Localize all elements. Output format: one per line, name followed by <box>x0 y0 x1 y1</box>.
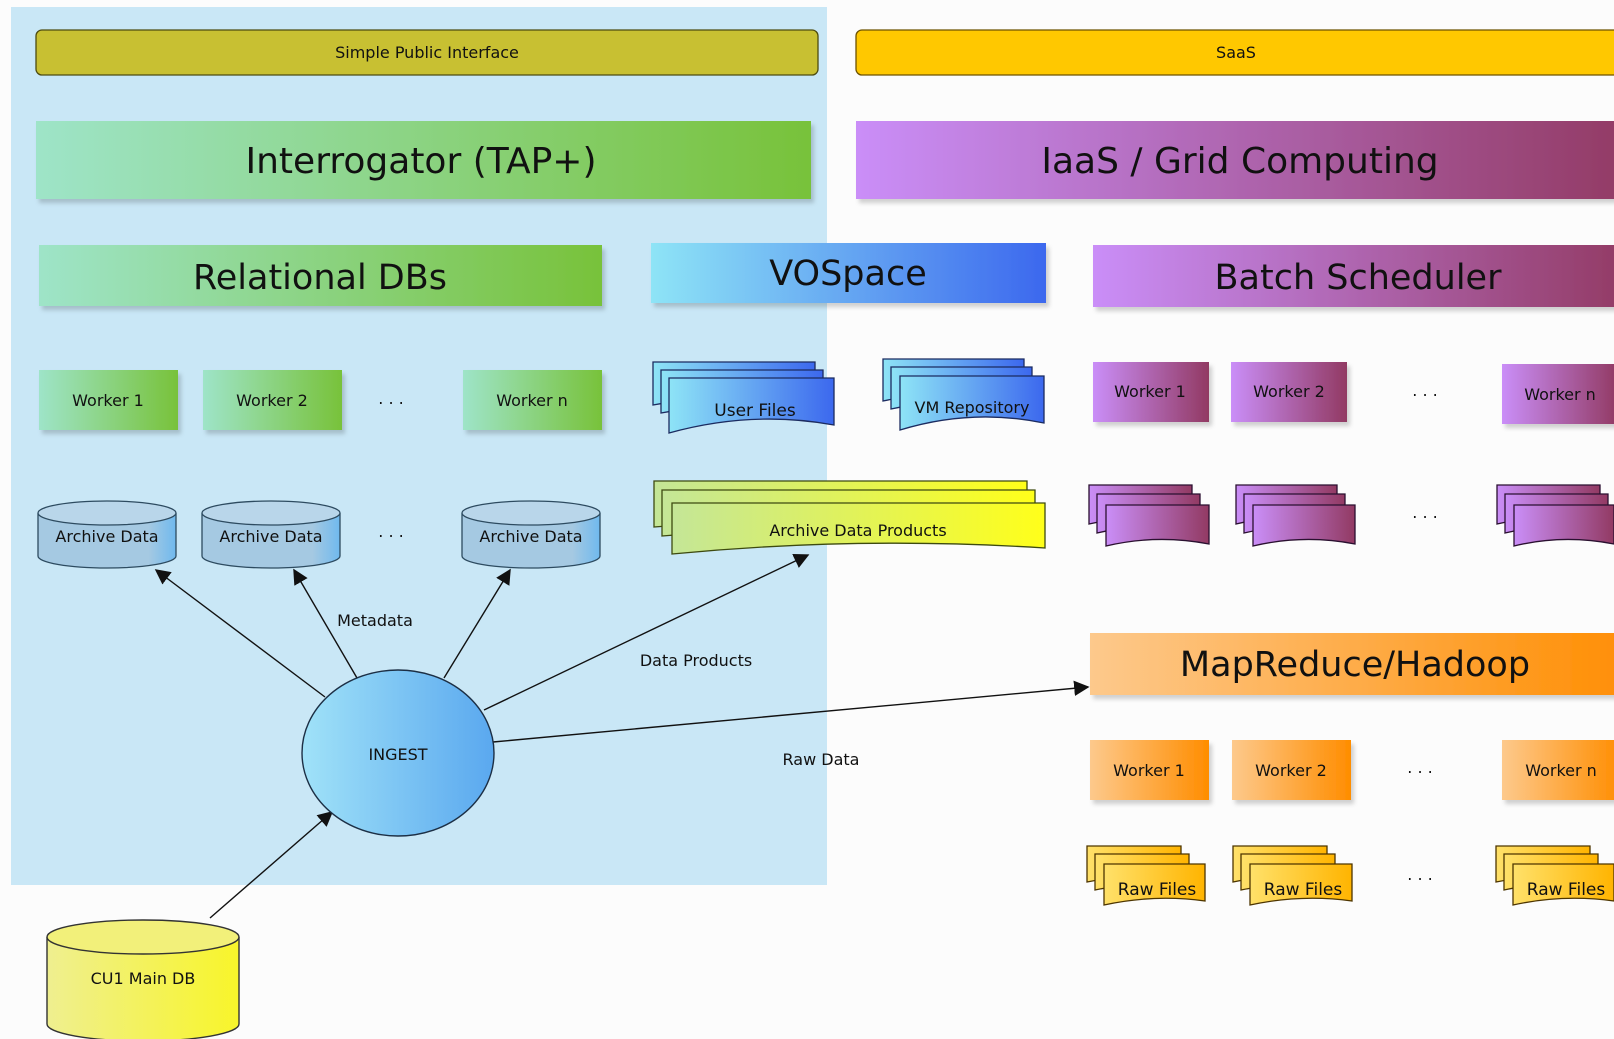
data-products-flow-label: Data Products <box>640 651 752 670</box>
raw-files-label: Raw Files <box>1264 880 1343 900</box>
archive-db-1: Archive Data <box>37 500 177 569</box>
interrogator-layer: Interrogator (TAP+) <box>36 121 811 199</box>
worker-label: Worker 1 <box>1114 382 1186 401</box>
simple-public-interface-label: Simple Public Interface <box>335 43 519 62</box>
mapreduce-layer: MapReduce/Hadoop <box>1090 633 1614 695</box>
worker-label: Worker n <box>1524 385 1596 404</box>
batch-output-ellipsis: . . . <box>1412 503 1437 522</box>
raw-files-label: Raw Files <box>1527 880 1606 900</box>
archive-db-label: Archive Data <box>479 527 582 546</box>
saas-label: SaaS <box>1216 43 1256 62</box>
batch-workers-ellipsis: . . . <box>1412 381 1437 400</box>
archive-db-label: Archive Data <box>219 527 322 546</box>
raw-files-ellipsis: . . . <box>1407 865 1432 884</box>
ingest-node: INGEST <box>301 669 495 837</box>
mapreduce-workers-ellipsis: . . . <box>1407 758 1432 777</box>
iaas-layer: IaaS / Grid Computing <box>856 121 1614 199</box>
user-files-doc: User Files <box>652 361 835 434</box>
vospace-layer: VOSpace <box>651 243 1046 303</box>
batch-output-doc-1 <box>1088 484 1210 547</box>
archive-data-products-label: Archive Data Products <box>769 521 946 540</box>
raw-files-doc-2: Raw Files <box>1232 845 1353 906</box>
relational-dbs-layer: Relational DBs <box>39 245 602 306</box>
iaas-title: IaaS / Grid Computing <box>1041 141 1438 182</box>
relational-workers-ellipsis: . . . <box>378 389 403 408</box>
saas-bar: SaaS <box>855 29 1614 76</box>
batch-scheduler-layer: Batch Scheduler <box>1093 245 1614 307</box>
vm-repository-doc: VM Repository <box>882 358 1045 431</box>
vm-repository-label: VM Repository <box>915 398 1030 417</box>
user-files-label: User Files <box>714 401 796 421</box>
flow-arrows <box>154 554 1090 919</box>
raw-data-flow-label: Raw Data <box>783 750 860 769</box>
worker-label: Worker 2 <box>236 391 308 410</box>
worker-label: Worker n <box>496 391 568 410</box>
raw-files-doc-1: Raw Files <box>1086 845 1206 906</box>
archive-data-products-doc: Archive Data Products <box>653 480 1046 555</box>
worker-label: Worker 2 <box>1255 761 1327 780</box>
mapreduce-worker-2: Worker 2 <box>1232 740 1351 800</box>
archive-db-label: Archive Data <box>55 527 158 546</box>
mapreduce-worker-n: Worker n <box>1502 740 1614 800</box>
raw-files-label: Raw Files <box>1118 880 1197 900</box>
worker-label: Worker n <box>1525 761 1597 780</box>
interrogator-title: Interrogator (TAP+) <box>246 141 597 182</box>
main-db-label: CU1 Main DB <box>91 969 196 988</box>
arrow-maindb-to-ingest <box>209 810 334 919</box>
archive-db-2: Archive Data <box>201 500 341 569</box>
relational-worker-1: Worker 1 <box>39 370 178 430</box>
archive-db-n: Archive Data <box>461 500 601 569</box>
relational-worker-2: Worker 2 <box>203 370 342 430</box>
metadata-flow-label: Metadata <box>337 611 413 630</box>
arrow-ingest-to-mapreduce <box>492 680 1090 743</box>
batch-worker-1: Worker 1 <box>1093 362 1209 422</box>
arrow-ingest-to-data-products <box>483 554 810 711</box>
arrow-ingest-to-archive-2 <box>293 568 358 679</box>
relational-dbs-title: Relational DBs <box>193 258 447 298</box>
cu1-main-db: CU1 Main DB <box>46 919 240 1039</box>
arrow-ingest-to-archive-n <box>443 568 511 679</box>
mapreduce-worker-1: Worker 1 <box>1090 740 1209 800</box>
arrow-ingest-to-archive-1 <box>154 569 326 698</box>
batch-worker-2: Worker 2 <box>1231 362 1347 422</box>
worker-label: Worker 2 <box>1253 382 1325 401</box>
batch-worker-n: Worker n <box>1502 364 1614 424</box>
batch-output-doc-n <box>1496 484 1614 547</box>
simple-public-interface-bar: Simple Public Interface <box>35 29 819 76</box>
ingest-label: INGEST <box>368 745 427 764</box>
batch-scheduler-title: Batch Scheduler <box>1215 258 1503 298</box>
worker-label: Worker 1 <box>1113 761 1185 780</box>
worker-label: Worker 1 <box>72 391 144 410</box>
relational-worker-n: Worker n <box>463 370 602 430</box>
batch-output-doc-2 <box>1235 484 1356 547</box>
raw-files-doc-n: Raw Files <box>1495 845 1614 906</box>
mapreduce-title: MapReduce/Hadoop <box>1180 645 1530 685</box>
archive-dbs-ellipsis: . . . <box>378 522 403 541</box>
vospace-title: VOSpace <box>769 254 927 294</box>
